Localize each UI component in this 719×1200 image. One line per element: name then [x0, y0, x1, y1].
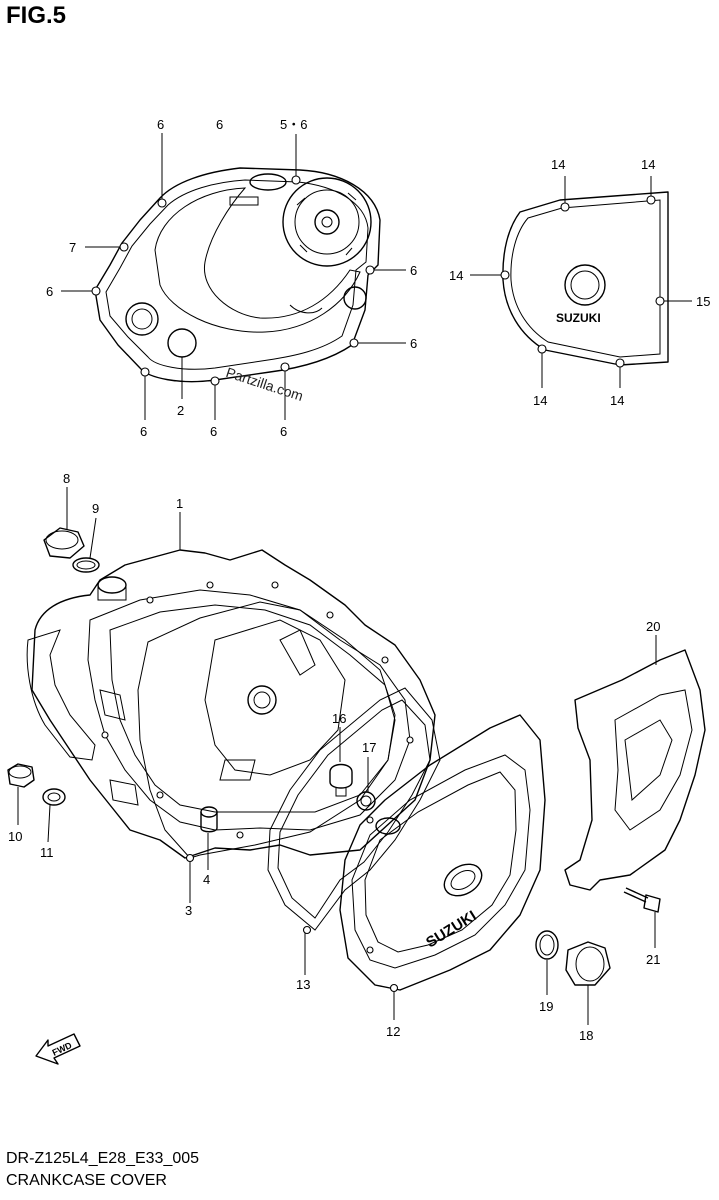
callout-label: 21	[646, 952, 660, 967]
brand-logo-cover: SUZUKI	[423, 907, 479, 951]
callout-label: 6	[216, 117, 223, 132]
callout-label: 2	[177, 403, 184, 418]
leader-lines-bottom	[17, 487, 657, 1025]
figure-title: FIG.5	[6, 2, 67, 29]
callout-label: 14	[641, 157, 655, 172]
callout-label: 6	[46, 284, 53, 299]
callout-label: 6	[210, 424, 217, 439]
callout-label: 14	[449, 268, 463, 283]
callout-label: 18	[579, 1028, 593, 1043]
leader-lines-top-right	[470, 176, 692, 388]
callout-label: 1	[176, 496, 183, 511]
callout-label: 17	[362, 740, 376, 755]
gasket-part-13	[267, 687, 441, 935]
callout-label: 3	[185, 903, 192, 918]
o-ring-part-19	[535, 930, 559, 960]
callout-label: 7	[69, 240, 76, 255]
o-ring-part-9	[72, 557, 100, 573]
clutch-cover-part-1	[26, 549, 436, 859]
callout-label: 6	[410, 336, 417, 351]
sprocket-cover-part-20	[564, 649, 706, 891]
bolt-part-21	[623, 887, 661, 913]
callout-label: 9	[92, 501, 99, 516]
leader-lines-top-left	[61, 133, 406, 420]
callout-label: 11	[40, 845, 54, 860]
callout-label: 6	[410, 263, 417, 278]
dowel-pin-part-4	[200, 806, 218, 833]
inspection-plug-part-18	[565, 941, 611, 986]
callout-label: 15	[696, 294, 710, 309]
callout-label: 8	[63, 471, 70, 486]
gasket-washer-part-11	[42, 788, 66, 806]
callout-label: 6	[157, 117, 164, 132]
callout-label: 14	[533, 393, 547, 408]
brand-logo-detail: SUZUKI	[556, 311, 601, 325]
clutch-cover-gasket-detail	[91, 167, 381, 386]
callout-label: 14	[551, 157, 565, 172]
callout-labels: 6 6 5・6 7 6 6 6 6 2 6 6 14 14 14 15 14 1…	[8, 117, 710, 1043]
oil-filler-cap-part-8	[43, 527, 85, 559]
section-title: CRANKCASE COVER	[6, 1172, 167, 1189]
plug-part-16	[329, 763, 353, 797]
callout-label: 13	[296, 977, 310, 992]
fwd-arrow-icon: FWD	[35, 1033, 81, 1065]
callout-label: 16	[332, 711, 346, 726]
magneto-cover-gasket-detail	[500, 191, 669, 368]
callout-label: 12	[386, 1024, 400, 1039]
callout-label: 19	[539, 999, 553, 1014]
callout-label: 5・6	[280, 117, 307, 132]
o-ring-part-17	[356, 791, 376, 811]
callout-label: 14	[610, 393, 624, 408]
model-code: DR-Z125L4_E28_E33_005	[6, 1150, 200, 1167]
callout-label: 6	[280, 424, 287, 439]
callout-label: 20	[646, 619, 660, 634]
callout-label: 4	[203, 872, 210, 887]
callout-label: 10	[8, 829, 22, 844]
gasket-part-3	[137, 601, 396, 863]
callout-label: 6	[140, 424, 147, 439]
drain-plug-part-10	[7, 763, 35, 788]
